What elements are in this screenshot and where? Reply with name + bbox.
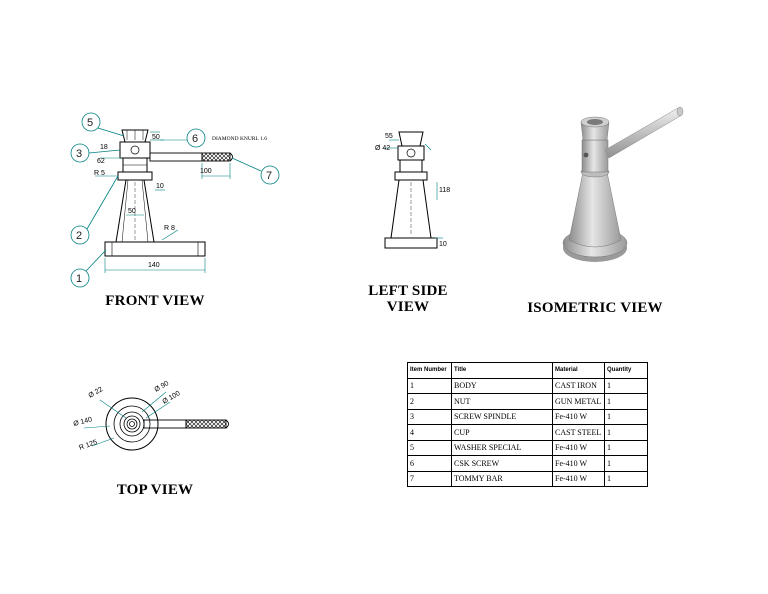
- table-row: 3 SCREW SPINDLE Fe-410 W 1: [407, 408, 648, 425]
- bom-cell-item: 6: [407, 455, 452, 472]
- bom-cell-title: NUT: [451, 393, 553, 410]
- bom-cell-material: CAST IRON: [552, 377, 605, 394]
- bom-cell-material: GUN METAL: [552, 393, 605, 410]
- left-side-view-label-line1: LEFT SIDE: [368, 283, 448, 299]
- balloon-3: 3: [76, 148, 82, 160]
- bom-cell-title: CSK SCREW: [451, 455, 553, 472]
- left-side-view-drawing: 55 Ø 42 118 10: [375, 131, 450, 249]
- bom-cell-title: CUP: [451, 424, 553, 441]
- table-row: 6 CSK SCREW Fe-410 W 1: [407, 455, 648, 472]
- bom-cell-item: 7: [407, 470, 452, 487]
- top-dim-r125: R 125: [78, 439, 98, 452]
- top-dim-100: Ø 100: [162, 390, 182, 406]
- bom-cell-qty: 1: [604, 455, 648, 472]
- bom-cell-title: WASHER SPECIAL: [451, 439, 553, 456]
- isometric-view-drawing: [562, 106, 684, 262]
- bom-cell-item: 3: [407, 408, 452, 425]
- left-dim-10: 10: [439, 241, 447, 248]
- bom-header-row: Item Number Title Material Quantity: [407, 362, 648, 379]
- balloon-2: 2: [76, 230, 82, 242]
- table-row: 7 TOMMY BAR Fe-410 W 1: [407, 470, 648, 487]
- front-view-label: FRONT VIEW: [105, 293, 205, 309]
- dim-50: 50: [128, 208, 136, 215]
- left-dim-118: 118: [439, 187, 450, 194]
- balloon-6: 6: [192, 133, 198, 145]
- dim-r5: R 5: [94, 170, 105, 177]
- isometric-view-label: ISOMETRIC VIEW: [527, 300, 663, 316]
- top-view-drawing: Ø 22 Ø 90 Ø 100 Ø 140 R 125: [73, 380, 229, 452]
- bom-cell-material: CAST STEEL: [552, 424, 605, 441]
- balloon-5: 5: [87, 117, 93, 129]
- balloon-1: 1: [76, 273, 82, 285]
- front-view-drawing: 100 140 62 R 5 10 50 R 8 50 18 DIAMOND K…: [70, 112, 280, 288]
- dim-140: 140: [148, 262, 160, 269]
- bom-cell-item: 5: [407, 439, 452, 456]
- left-dim-42: Ø 42: [375, 145, 390, 152]
- left-side-view-label-line2: VIEW: [386, 299, 430, 315]
- bom-cell-title: TOMMY BAR: [451, 470, 553, 487]
- bom-cell-qty: 1: [604, 393, 648, 410]
- bom-cell-material: Fe-410 W: [552, 455, 605, 472]
- bom-cell-material: Fe-410 W: [552, 408, 605, 425]
- top-view-label: TOP VIEW: [116, 482, 194, 498]
- dim-100: 100: [200, 168, 212, 175]
- balloon-7: 7: [266, 170, 272, 182]
- table-row: 5 WASHER SPECIAL Fe-410 W 1: [407, 439, 648, 456]
- bom-cell-item: 2: [407, 393, 452, 410]
- table-row: 2 NUT GUN METAL 1: [407, 393, 648, 410]
- bom-cell-item: 1: [407, 377, 452, 394]
- bom-cell-item: 4: [407, 424, 452, 441]
- top-dim-22: Ø 22: [88, 386, 105, 400]
- bom-cell-qty: 1: [604, 408, 648, 425]
- bom-header-title: Title: [451, 362, 553, 379]
- top-dim-90: Ø 90: [154, 380, 171, 394]
- dim-10: 10: [156, 183, 164, 190]
- bom-header-material: Material: [552, 362, 605, 379]
- bom-cell-title: BODY: [451, 377, 553, 394]
- bill-of-materials-table: Item Number Title Material Quantity 1 BO…: [407, 362, 648, 487]
- bom-cell-qty: 1: [604, 424, 648, 441]
- dim-r8: R 8: [164, 225, 175, 232]
- top-dim-140: Ø 140: [73, 416, 93, 428]
- left-dim-55: 55: [385, 133, 393, 140]
- bom-cell-material: Fe-410 W: [552, 470, 605, 487]
- dim-62: 62: [97, 158, 105, 165]
- knurl-note: DIAMOND KNURL 1.6: [212, 136, 267, 142]
- bom-cell-title: SCREW SPINDLE: [451, 408, 553, 425]
- bom-header-quantity: Quantity: [604, 362, 648, 379]
- bom-cell-qty: 1: [604, 439, 648, 456]
- bom-cell-qty: 1: [604, 470, 648, 487]
- dim-18: 18: [100, 144, 108, 151]
- bom-cell-material: Fe-410 W: [552, 439, 605, 456]
- table-row: 1 BODY CAST IRON 1: [407, 377, 648, 394]
- bom-cell-qty: 1: [604, 377, 648, 394]
- dim-top: 50: [152, 134, 160, 141]
- table-row: 4 CUP CAST STEEL 1: [407, 424, 648, 441]
- bom-header-item-number: Item Number: [407, 362, 452, 379]
